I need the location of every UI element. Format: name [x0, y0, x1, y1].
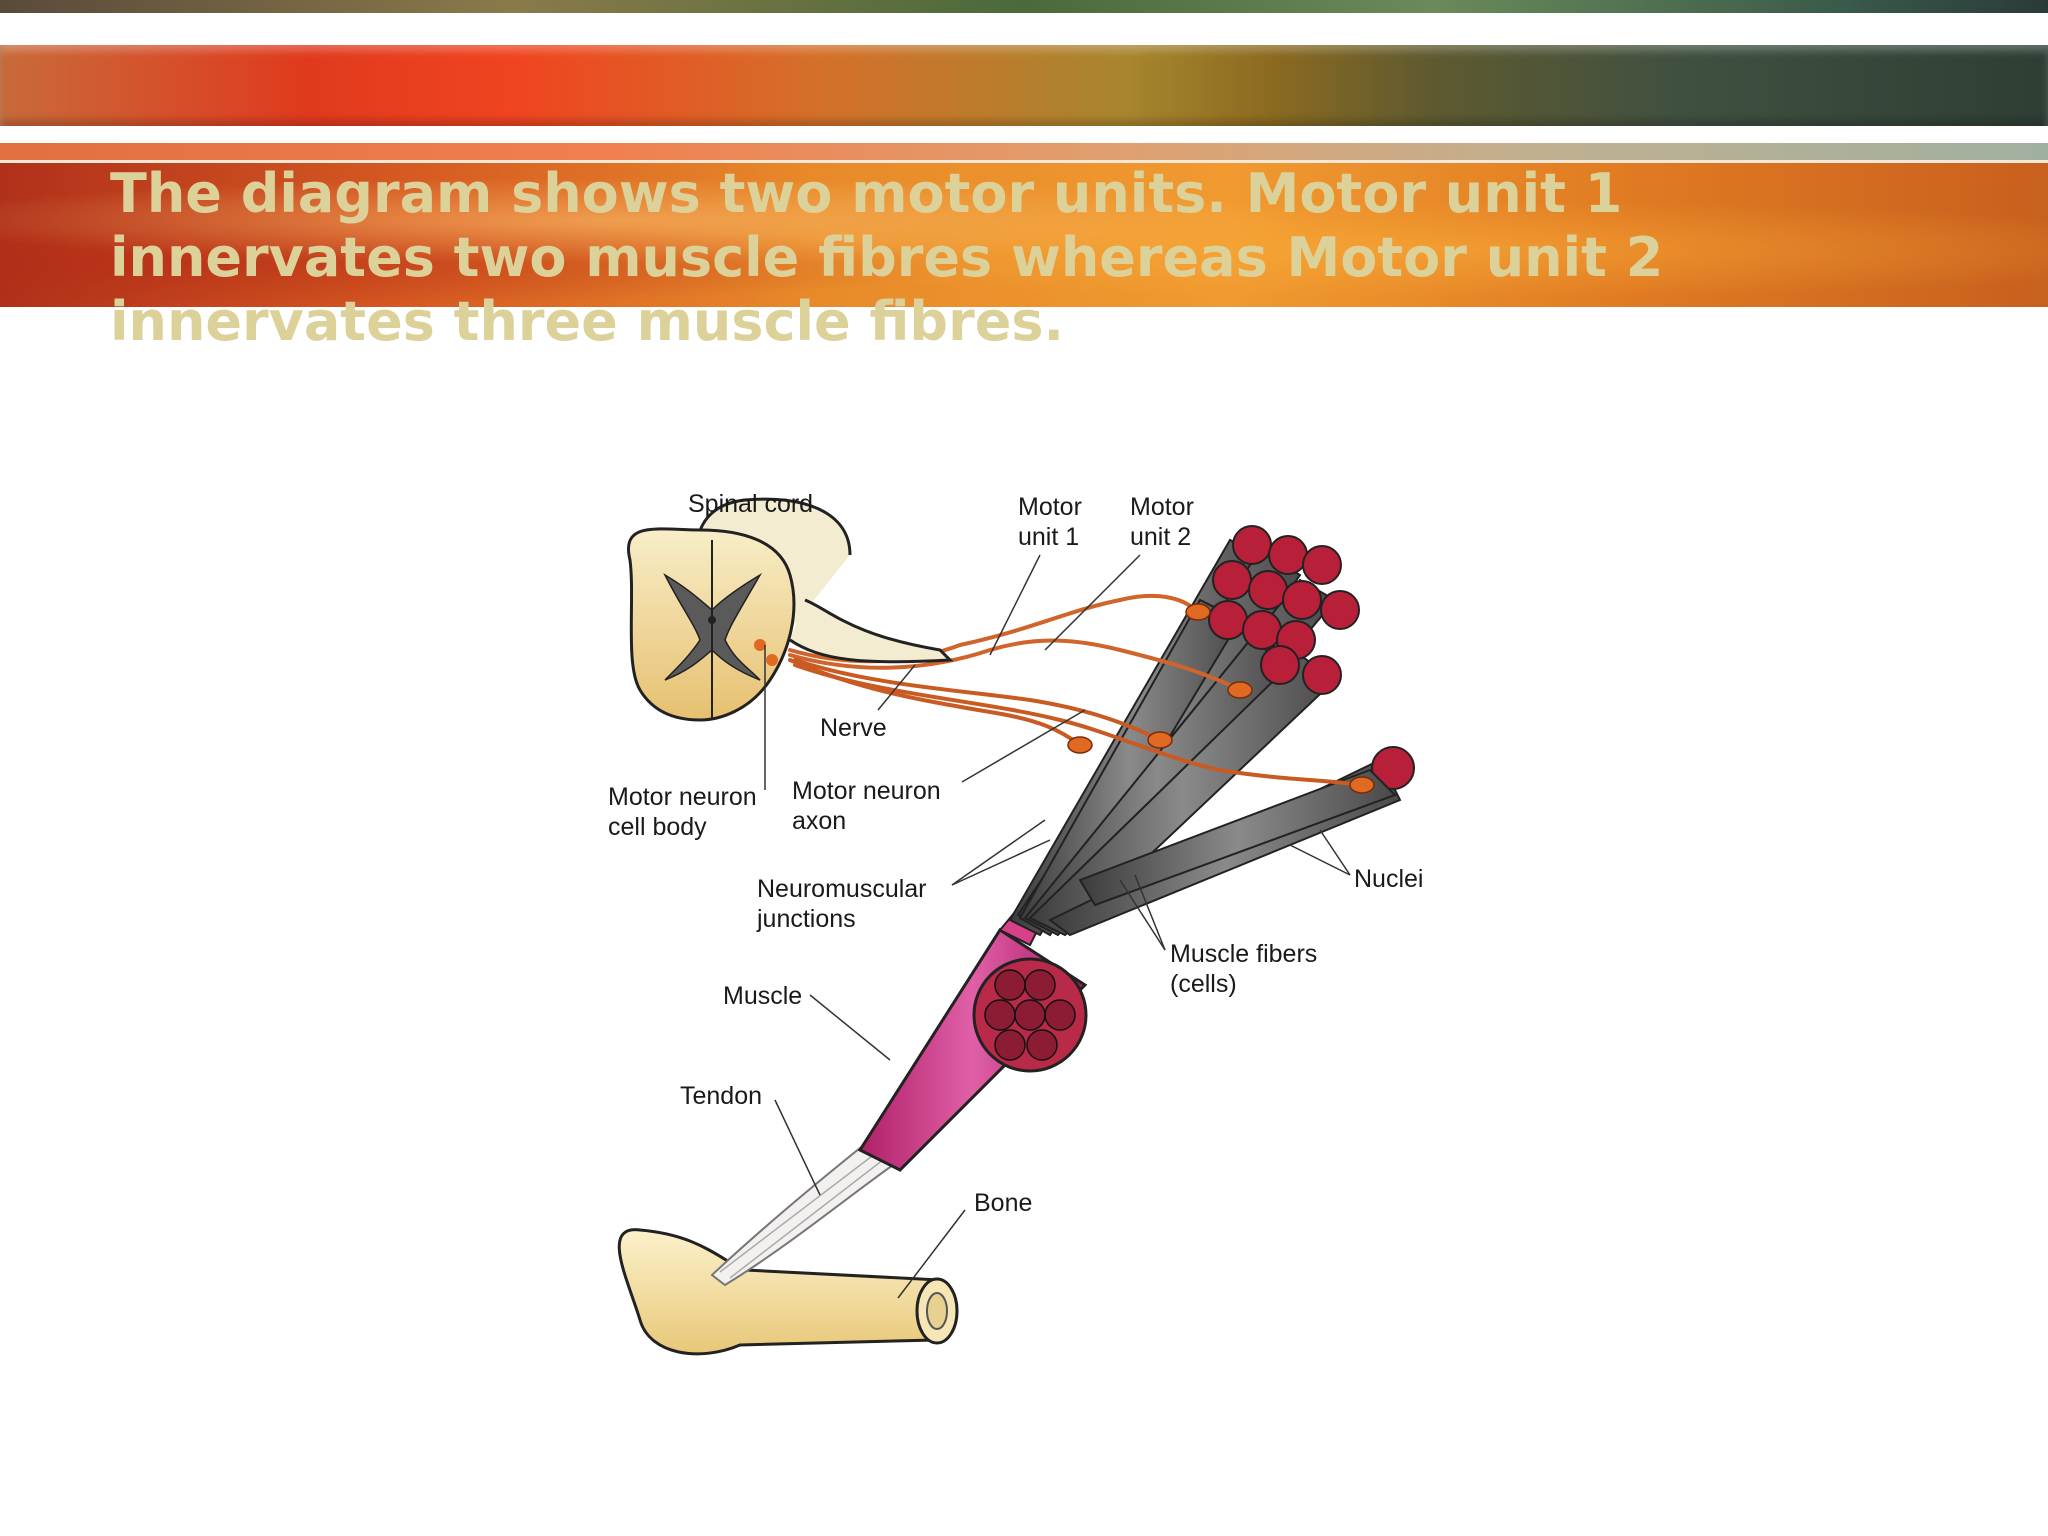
- label-nmj-line-2: junctions: [756, 905, 856, 933]
- label-motor-unit-1-line-1: Motor: [1018, 493, 1082, 521]
- label-nuclei: Nuclei: [1354, 865, 1423, 893]
- bone: [617, 1228, 959, 1356]
- label-nerve: Nerve: [820, 714, 887, 742]
- label-nmj-line-1: Neuromuscular: [757, 875, 927, 903]
- slide-title-line-2: innervates two muscle fibres whereas Mot…: [110, 226, 1664, 289]
- label-tendon: Tendon: [680, 1082, 762, 1110]
- label-axon-line-1: Motor neuron: [792, 777, 941, 805]
- label-cell-body-line-2: cell body: [608, 813, 707, 841]
- motor-neuron-axons: [788, 593, 1362, 787]
- neuromuscular-junctions: [1067, 603, 1375, 794]
- header-decor-band: [0, 45, 2048, 126]
- label-cell-body-line-1: Motor neuron: [608, 783, 757, 811]
- slide-title: The diagram shows two motor units. Motor…: [110, 162, 1810, 354]
- spinal-cord: [627, 497, 954, 722]
- label-muscle: Muscle: [723, 982, 802, 1010]
- header-decor-line: [0, 142, 2048, 161]
- label-axon-line-2: axon: [792, 807, 846, 835]
- slide-title-line-3: innervates three muscle fibres.: [110, 290, 1064, 353]
- header-decor-line-light: [0, 160, 2048, 163]
- label-motor-unit-1-line-2: unit 1: [1018, 523, 1079, 551]
- label-bone: Bone: [974, 1189, 1032, 1217]
- label-motor-unit-2-line-2: unit 2: [1130, 523, 1191, 551]
- tendon: [710, 1138, 902, 1287]
- title-decor-band: [0, 163, 2048, 307]
- label-muscle-fibers-line-2: (cells): [1170, 970, 1237, 998]
- leader-lines: [764, 554, 1351, 1299]
- label-spinal-cord: Spinal cord: [688, 490, 813, 518]
- label-motor-unit-2-line-1: Motor: [1130, 493, 1194, 521]
- slide-title-line-1: The diagram shows two motor units. Motor…: [110, 162, 1623, 225]
- label-muscle-fibers-line-1: Muscle fibers: [1170, 940, 1317, 968]
- muscle: [857, 910, 1088, 1172]
- top-decor-strip: [0, 0, 2048, 13]
